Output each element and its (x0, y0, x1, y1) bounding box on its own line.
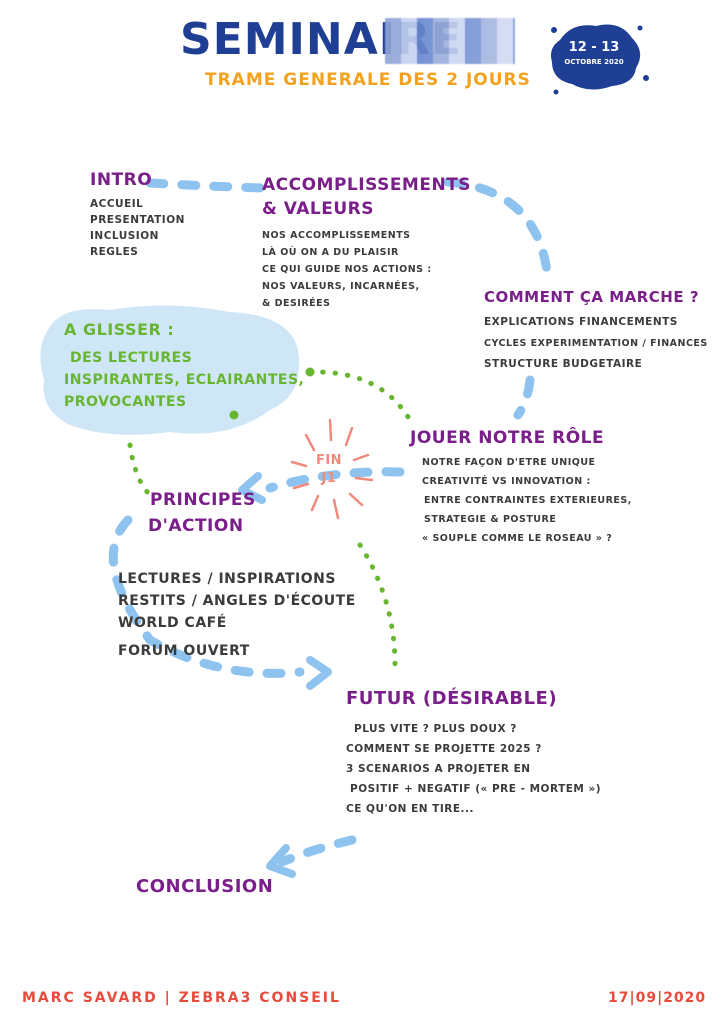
fin-line1: FIN (315, 453, 343, 468)
futur-list: PLUS VITE ? PLUS DOUX ? COMMENT SE PROJE… (346, 719, 601, 819)
date-month: OCTOBRE 2020 (564, 58, 624, 66)
accomplissements-list: NOS ACCOMPLISSEMENTS LÀ OÙ ON A DU PLAIS… (262, 227, 471, 312)
accomplissements-block: ACCOMPLISSEMENTS & VALEURS NOS ACCOMPLIS… (262, 175, 471, 312)
jouer-item: STRATEGIE & POSTURE (424, 514, 557, 525)
accomplissements-title-line2: & VALEURS (262, 199, 374, 219)
intro-item: ACCUEIL (90, 198, 144, 210)
futur-item: CE QU'ON EN TIRE... (346, 803, 474, 815)
comment-list: EXPLICATIONS FINANCEMENTS CYCLES EXPERIM… (484, 312, 708, 375)
intro-item: PRESENTATION (90, 214, 185, 226)
glisser-item: PROVOCANTES (64, 394, 187, 410)
comment-item: STRUCTURE BUDGETAIRE (484, 358, 643, 370)
futur-item: PLUS VITE ? PLUS DOUX ? (354, 723, 517, 735)
footer-author: MARC SAVARD | ZEBRA3 CONSEIL (22, 990, 341, 1006)
accomplissements-item: LÀ OÙ ON A DU PLAISIR (262, 247, 399, 258)
green-dotted-link-1 (307, 369, 413, 423)
date-splash-shape (551, 24, 641, 90)
glisser-list: DES LECTURES INSPIRANTES, ECLAIRANTES, P… (64, 347, 304, 413)
arrowhead-conclusion (266, 844, 296, 878)
principes-item: LECTURES / INSPIRATIONS (118, 571, 336, 587)
jouer-list: NOTRE FAÇON D'ETRE UNIQUE CREATIVITÉ VS … (410, 453, 632, 548)
fin-j1-label: FIN J1 (311, 452, 347, 488)
intro-item: INCLUSION (90, 230, 159, 242)
principes-block: PRINCIPES D'ACTION (148, 490, 256, 536)
futur-block: FUTUR (DÉSIRABLE) PLUS VITE ? PLUS DOUX … (346, 688, 601, 819)
arrow-jouer-to-principes (265, 467, 405, 493)
futur-item: POSITIF + NEGATIF (« PRE - MORTEM ») (350, 783, 602, 795)
comment-title: COMMENT ÇA MARCHE ? (484, 288, 700, 306)
green-dotted-link-4 (357, 542, 398, 668)
intro-block: INTRO ACCUEIL PRESENTATION INCLUSION REG… (90, 170, 185, 260)
comment-block: COMMENT ÇA MARCHE ? EXPLICATIONS FINANCE… (484, 288, 708, 375)
futur-title: FUTUR (DÉSIRABLE) (346, 688, 558, 709)
principes-list: LECTURES / INSPIRATIONS RESTITS / ANGLES… (118, 568, 356, 662)
principes-item: WORLD CAFÉ (118, 615, 227, 631)
footer-date: 17|09|2020 (608, 990, 707, 1006)
glisser-title: A GLISSER : (64, 320, 175, 339)
jouer-block: JOUER NOTRE RÔLE NOTRE FAÇON D'ETRE UNIQ… (410, 428, 632, 548)
principes-item: FORUM OUVERT (118, 643, 250, 659)
green-dotted-link-3 (127, 442, 153, 498)
arrowhead-futur (306, 656, 332, 690)
page-subtitle: TRAME GENERALE des 2 JOURS (205, 70, 531, 90)
date-badge: 12 - 13 OCTOBRE 2020 (546, 18, 642, 94)
futur-item: 3 SCENARIOS A PROJETER EN (346, 763, 531, 775)
principes-title-line2: D'ACTION (148, 516, 244, 536)
comment-item: CYCLES EXPERIMENTATION / FINANCES (484, 338, 708, 349)
jouer-item: « SOUPLE COMME LE ROSEAU » ? (422, 533, 613, 544)
arrow-intro-to-accomplissements (145, 178, 267, 193)
principes-title-line1: PRINCIPES (150, 490, 256, 510)
accomplissements-item: NOS ACCOMPLISSEMENTS (262, 230, 411, 241)
comment-item: EXPLICATIONS FINANCEMENTS (484, 316, 678, 328)
glisser-cloud (40, 305, 300, 435)
principes-item: RESTITS / ANGLES D'ÉCOUTE (118, 593, 356, 609)
glisser-item: DES LECTURES (70, 350, 193, 366)
arrow-accomplissements-to-comment (443, 177, 553, 285)
accomplissements-item: & DESIRÉES (262, 298, 331, 309)
arrow-comment-to-jouer (513, 375, 535, 420)
jouer-item: CREATIVITÉ VS INNOVATION : (422, 476, 591, 487)
arrow-futur-to-conclusion (277, 835, 357, 867)
accomplissements-title-line1: ACCOMPLISSEMENTS (262, 175, 472, 195)
fin-line2: J1 (321, 471, 337, 486)
jouer-item: ENTRE CONTRAINTES EXTERIEURES, (424, 495, 632, 506)
futur-item: COMMENT SE PROJETTE 2025 ? (346, 743, 542, 755)
intro-item: REGLES (90, 246, 139, 258)
date-days: 12 - 13 (568, 40, 620, 55)
jouer-title: JOUER NOTRE RÔLE (410, 428, 605, 448)
intro-list: ACCUEIL PRESENTATION INCLUSION REGLES (90, 196, 185, 260)
fin-burst (290, 418, 374, 520)
redacted-name-block (385, 18, 515, 64)
jouer-item: NOTRE FAÇON D'ETRE UNIQUE (422, 457, 596, 468)
glisser-block: A GLISSER : DES LECTURES INSPIRANTES, EC… (64, 320, 304, 413)
intro-title: INTRO (90, 170, 153, 190)
arrow-principes-to-futur (108, 515, 305, 678)
arrowhead-principes (238, 472, 266, 504)
conclusion-title: CONCLUSION (136, 876, 274, 897)
accomplissements-item: CE QUI GUIDE NOS ACTIONS : (262, 264, 432, 275)
accomplissements-item: NOS VALEURS, INCARNÉES, (262, 281, 420, 292)
glisser-item: INSPIRANTES, ECLAIRANTES, (64, 372, 305, 388)
